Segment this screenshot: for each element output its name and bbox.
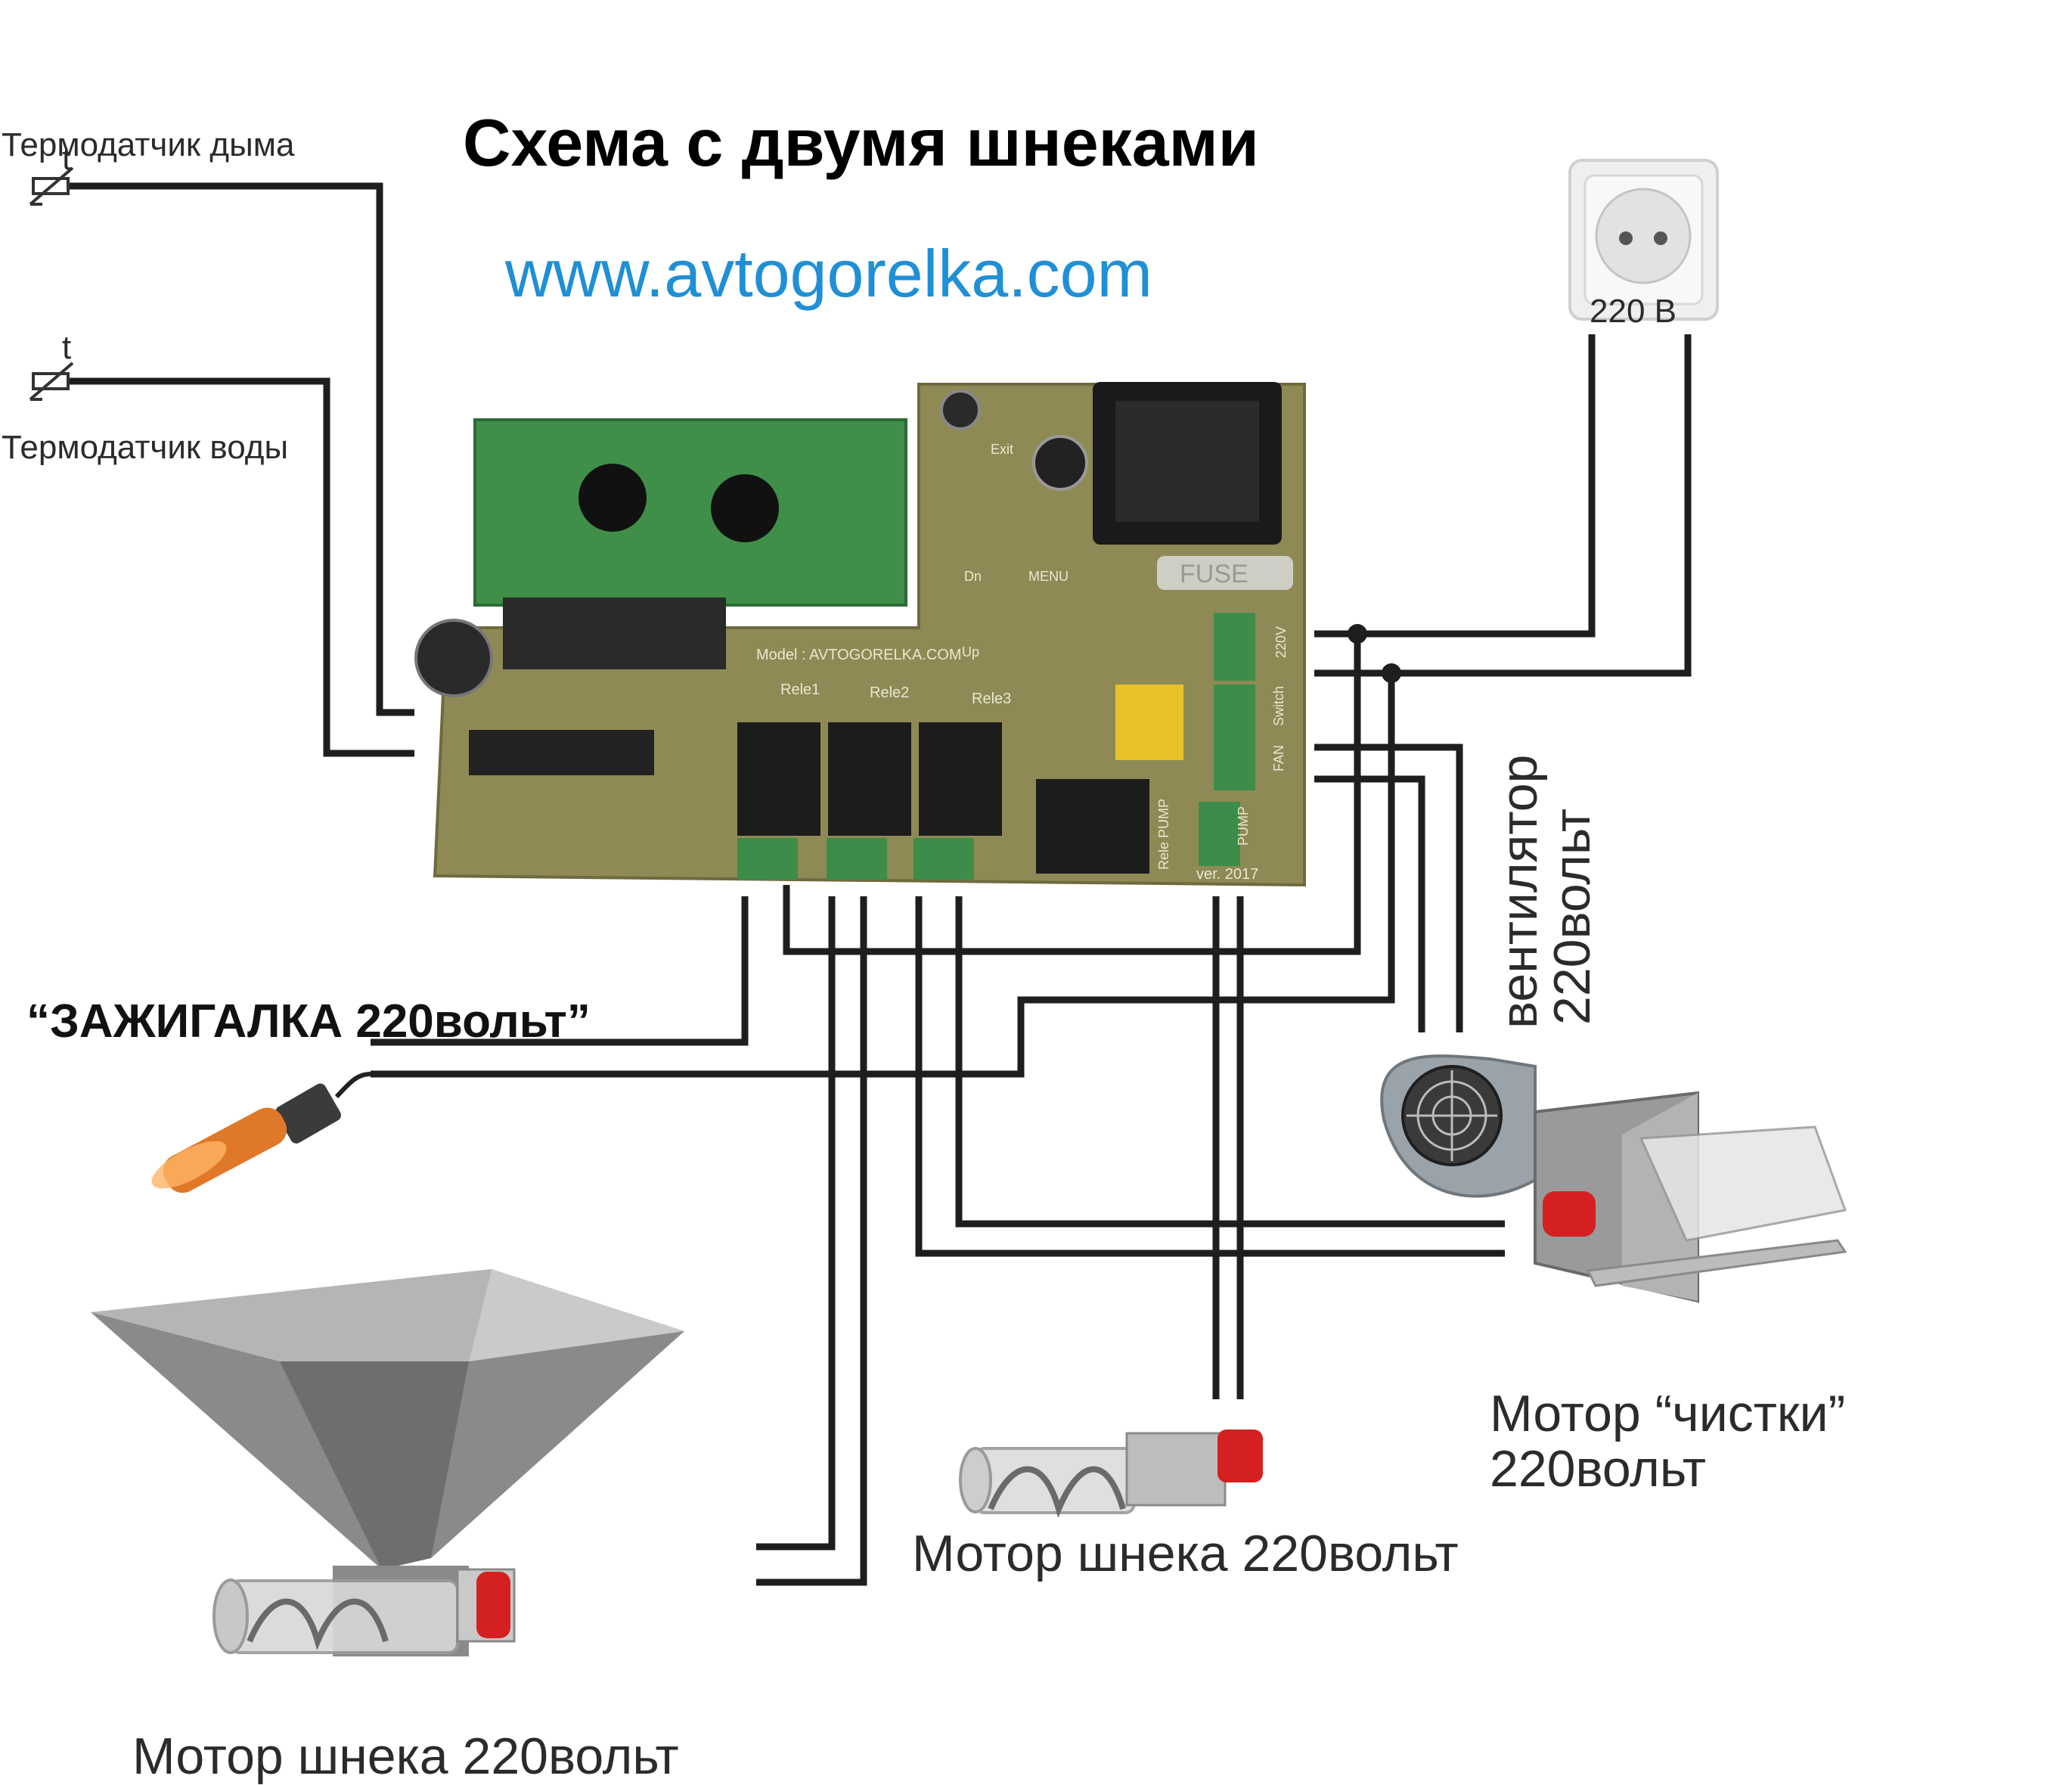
junction-2 — [1382, 663, 1401, 683]
fan-icon — [1380, 1054, 1537, 1198]
fuse-holder — [1157, 556, 1293, 590]
relay-3-label: Rele3 — [972, 691, 1011, 707]
relay-3 — [919, 722, 1002, 836]
wire-fan-1 — [1314, 743, 1463, 1032]
wire-igniter — [371, 896, 749, 1046]
thermistor-icon-water — [29, 362, 74, 401]
board-version-text: ver. 2017 — [1196, 866, 1258, 883]
terminal-relay-3 — [913, 838, 974, 880]
igniter-icon — [151, 1072, 371, 1194]
relay-1-label: Rele1 — [780, 681, 820, 698]
yellow-capacitor — [1115, 685, 1183, 760]
terminal-pump — [1199, 802, 1240, 866]
pin-header — [503, 598, 726, 669]
wire-auger-bottom-2 — [756, 896, 867, 1586]
terminal-pump-label: PUMP — [1236, 806, 1251, 846]
wire-smoke-sensor — [68, 182, 414, 716]
terminal-fan-label: FAN — [1271, 745, 1286, 771]
terminal-220v-label: 220V — [1273, 626, 1289, 658]
diagram-title: Схема с двумя шнеками — [463, 105, 1259, 180]
lcd-pcb — [473, 418, 907, 607]
wire-tap-1 — [783, 634, 1361, 955]
thermistor-icon-smoke — [29, 166, 74, 206]
wire-tap-2 — [371, 673, 1395, 1078]
power-socket — [1568, 159, 1719, 321]
lcd-mount-right — [711, 474, 779, 542]
pump-relay-label: Rele PUMP — [1156, 799, 1171, 870]
relay-1 — [737, 722, 820, 836]
water-sensor-label: Термодатчик воды — [2, 429, 289, 466]
transformer-label-area — [1115, 401, 1259, 522]
wires — [68, 182, 1692, 1586]
auger-motor-middle-label: Мотор шнека 220вольт — [912, 1525, 1459, 1582]
wire-mains-2 — [1314, 334, 1692, 677]
button-up-label: Up — [962, 644, 979, 660]
terminal-relay-1 — [737, 838, 798, 880]
fuse-label: FUSE — [1180, 560, 1248, 588]
water-sensor-symbol: t — [62, 329, 72, 366]
wire-water-sensor — [68, 377, 414, 757]
button-dn-label: Dn — [964, 569, 982, 584]
wire-mains-1 — [1314, 334, 1596, 638]
relay-pump — [1036, 779, 1149, 874]
wire-cleaning-1 — [915, 896, 1505, 1257]
wire-fan-2 — [1314, 775, 1425, 1032]
cleaning-motor-label-line2: 220вольт — [1490, 1440, 1707, 1498]
socket-voltage-label: 220 В — [1590, 293, 1677, 330]
smoke-sensor-symbol: t — [62, 140, 72, 177]
website-link[interactable]: www.avtogorelka.com — [505, 236, 1152, 311]
terminal-switch-label: Switch — [1271, 686, 1286, 726]
button-menu-label: MENU — [1028, 569, 1069, 584]
fan-label-line2: 220вольт — [1543, 808, 1601, 1025]
relay-2 — [828, 722, 911, 836]
fan-label-line1: вентилятор — [1490, 754, 1548, 1029]
lcd-mount-left — [578, 464, 647, 532]
burner-cleaning-motor-icon — [1534, 1091, 1847, 1303]
terminal-relay-2 — [827, 838, 887, 880]
microcontroller-chip — [469, 730, 654, 775]
button-exit-label: Exit — [991, 442, 1013, 457]
cleaning-motor-label-line1: Мотор “чистки” — [1490, 1385, 1846, 1442]
auger-bottom-icon — [212, 1568, 516, 1654]
smoke-sensor-label: Термодатчик дыма — [2, 126, 295, 163]
controller-board: FUSE Model : AVTOGORELKA.COM Rele1 Rele2… — [414, 382, 1306, 887]
auger-motor-bottom-label: Мотор шнека 220вольт — [132, 1728, 679, 1785]
junction-1 — [1348, 624, 1367, 644]
auger-middle-icon — [959, 1430, 1263, 1518]
capacitor-2 — [1032, 435, 1088, 491]
capacitor-1 — [940, 390, 981, 430]
board-model-text: Model : AVTOGORELKA.COM — [756, 647, 962, 663]
wire-cleaning-2 — [955, 896, 1505, 1228]
igniter-label: “ЗАЖИГАЛКА 220вольт” — [26, 995, 591, 1048]
wire-auger-bottom-1 — [756, 896, 836, 1551]
terminal-fan — [1214, 726, 1255, 790]
terminal-220v — [1214, 613, 1255, 681]
relay-2-label: Rele2 — [870, 685, 909, 701]
terminal-switch — [1214, 685, 1255, 730]
buzzer-icon — [414, 619, 493, 697]
